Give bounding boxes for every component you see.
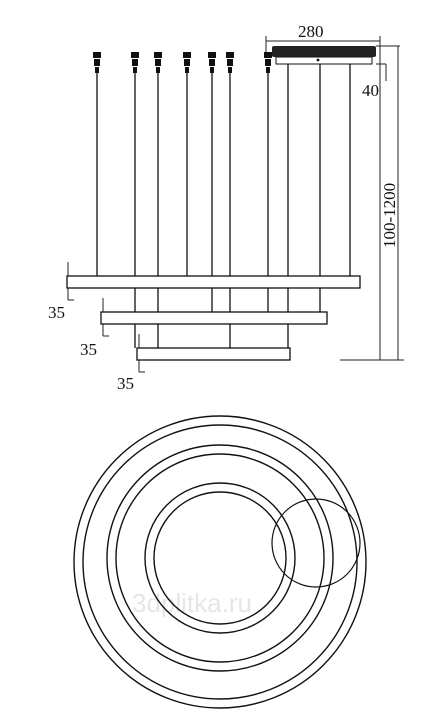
- clip-2: [131, 52, 139, 73]
- clip-4: [183, 52, 191, 73]
- clip-5: [208, 52, 216, 73]
- dimension-offset-2: 35: [80, 298, 109, 359]
- dimension-width-label: 280: [298, 22, 324, 41]
- side-view: 280 40 100-1200 35 35: [48, 22, 404, 393]
- ring-bar-large: [66, 275, 361, 289]
- top-view: 3dplitka.ru: [73, 415, 367, 709]
- ring-large: [73, 415, 367, 709]
- dimension-drop: 100-1200: [340, 46, 404, 361]
- watermark-text: 3dplitka.ru: [132, 588, 252, 618]
- ring-medium: [106, 444, 334, 672]
- dimension-offset-1-label: 35: [48, 303, 65, 322]
- suspension-clips: [93, 52, 272, 73]
- ring-small: [144, 482, 296, 634]
- clip-1: [93, 52, 101, 73]
- clip-6: [226, 52, 234, 73]
- dimension-drop-label: 100-1200: [380, 183, 399, 248]
- dimension-offset-3: 35: [117, 334, 145, 393]
- dimension-offset-2-label: 35: [80, 340, 97, 359]
- dimension-offset-3-label: 35: [117, 374, 134, 393]
- dimension-height-label: 40: [362, 81, 379, 100]
- clip-3: [154, 52, 162, 73]
- suspension-wires: [96, 64, 351, 348]
- ring-bar-medium: [100, 311, 328, 325]
- ring-bars: [66, 275, 361, 361]
- dimension-height: 40: [362, 45, 400, 100]
- ceiling-canopy: [272, 46, 376, 65]
- ring-bar-small: [136, 347, 291, 361]
- canopy-outline: [271, 498, 361, 588]
- dimension-offset-1: 35: [48, 262, 74, 322]
- clip-7: [264, 52, 272, 73]
